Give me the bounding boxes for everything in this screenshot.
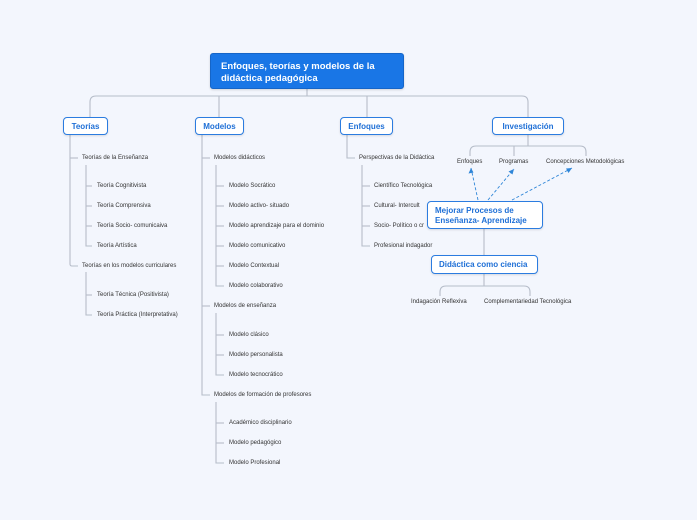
branch-modelos-label: Modelos — [203, 122, 236, 131]
subtopic-teoria-tecnica[interactable]: Teoría Técnica (Positivista) — [97, 292, 169, 298]
subtopic-cientifico-tecnologica[interactable]: Científico Tecnológica — [374, 183, 433, 189]
subtopic-modelos-ensenanza[interactable]: Modelos de enseñanza — [214, 303, 277, 309]
branch-enfoques[interactable]: Enfoques — [340, 117, 393, 135]
floating-mejorar-procesos-label: Mejorar Procesos de Enseñanza- Aprendiza… — [435, 206, 527, 225]
subtopic-modelos-formacion-profesores[interactable]: Modelos de formación de profesores — [214, 392, 312, 398]
root-topic[interactable]: Enfoques, teorías y modelos de la didáct… — [210, 53, 404, 89]
branch-investigacion[interactable]: Investigación — [492, 117, 564, 135]
subtopic-modelo-comunicativo[interactable]: Modelo comunicativo — [229, 243, 286, 249]
subtopic-modelos-didacticos[interactable]: Modelos didácticos — [214, 155, 266, 161]
subtopic-investigacion-programas[interactable]: Programas — [499, 159, 529, 165]
subtopic-modelo-clasico[interactable]: Modelo clásico — [229, 332, 269, 338]
subtopic-modelo-socratico[interactable]: Modelo Socrático — [229, 183, 276, 189]
subtopic-modelo-tecnocratico[interactable]: Modelo tecnocrático — [229, 372, 283, 378]
subtopic-concepciones-metodologicas[interactable]: Concepciones Metodológicas — [546, 159, 625, 165]
branch-enfoques-label: Enfoques — [348, 122, 385, 131]
subtopic-modelo-activo-situado[interactable]: Modelo activo- situado — [229, 203, 290, 209]
subtopic-teorias-modelos-curriculares[interactable]: Teorías en los modelos curriculares — [82, 263, 177, 269]
subtopic-teoria-comprensiva[interactable]: Teoría Comprensiva — [97, 203, 151, 209]
subtopic-teoria-artistica[interactable]: Teoría Artística — [97, 243, 137, 249]
branch-teorias-label: Teorías — [71, 122, 100, 131]
subtopic-teorias-ensenanza[interactable]: Teorías de la Enseñanza — [82, 155, 149, 161]
subtopic-modelo-pedagogico[interactable]: Modelo pedagógico — [229, 440, 282, 446]
subtopic-modelo-aprendizaje-dominio[interactable]: Modelo aprendizaje para el dominio — [229, 223, 325, 229]
subtopic-cultural-intercultural[interactable]: Cultural- Intercult — [374, 203, 420, 209]
branch-investigacion-label: Investigación — [502, 122, 554, 131]
subtopic-academico-disciplinario[interactable]: Académico disciplinario — [229, 420, 292, 426]
floating-didactica-ciencia[interactable]: Didáctica como ciencia — [431, 255, 538, 274]
subtopic-complementariedad-tecnologica[interactable]: Complementariedad Tecnológica — [484, 299, 572, 305]
branch-modelos[interactable]: Modelos — [195, 117, 244, 135]
root-topic-label: Enfoques, teorías y modelos de la didáct… — [221, 61, 375, 84]
subtopic-perspectivas-didactica[interactable]: Perspectivas de la Didáctica — [359, 155, 435, 161]
subtopic-profesional-indagador[interactable]: Profesional indagador — [374, 243, 433, 249]
subtopic-socio-politico[interactable]: Socio- Político o cr — [374, 223, 425, 229]
subtopic-teoria-socio-comunicativa[interactable]: Teoría Socio- comunicaiva — [97, 223, 168, 229]
subtopic-investigacion-enfoques[interactable]: Enfoques — [457, 159, 483, 165]
subtopic-indagacion-reflexiva[interactable]: Indagación Reflexiva — [411, 299, 467, 305]
floating-mejorar-procesos[interactable]: Mejorar Procesos de Enseñanza- Aprendiza… — [427, 201, 543, 229]
branch-teorias[interactable]: Teorías — [63, 117, 108, 135]
subtopic-teoria-cognitivista[interactable]: Teoría Cognitivista — [97, 183, 147, 189]
subtopic-teoria-practica[interactable]: Teoría Práctica (Interpretativa) — [97, 312, 178, 318]
floating-didactica-ciencia-label: Didáctica como ciencia — [439, 260, 528, 269]
subtopic-modelo-contextual[interactable]: Modelo Contextual — [229, 263, 280, 269]
subtopic-modelo-personalista[interactable]: Modelo personalista — [229, 352, 283, 358]
subtopic-modelo-colaborativo[interactable]: Modelo colaborativo — [229, 283, 283, 289]
subtopic-modelo-profesional[interactable]: Modelo Profesional — [229, 460, 281, 466]
